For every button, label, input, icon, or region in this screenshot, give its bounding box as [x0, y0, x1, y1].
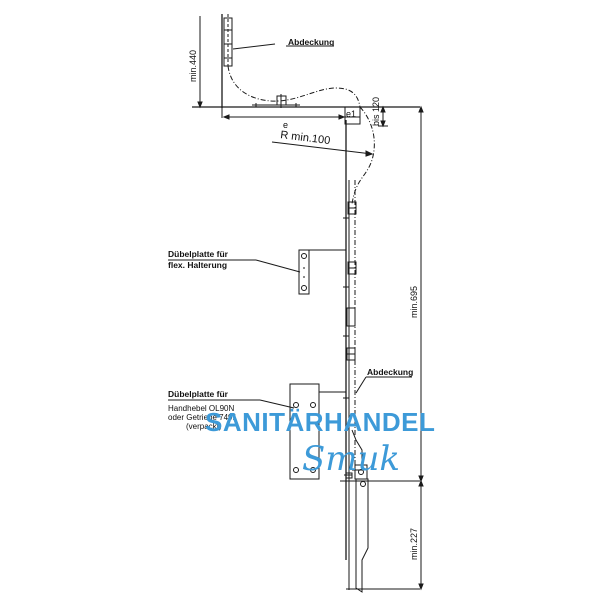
dimension-bis-120 — [378, 105, 388, 128]
dim-e1: e1 — [346, 109, 356, 119]
top-wall-profile — [221, 14, 233, 108]
label-plate-flex-1: Dübelplatte für — [168, 249, 229, 259]
dim-min-227: min.227 — [409, 528, 419, 560]
plate-handle-mount — [289, 383, 346, 480]
watermark-line2: Smuk — [302, 439, 400, 479]
label-plate-flex-2: flex. Halterung — [168, 260, 227, 270]
lower-lever — [344, 429, 369, 593]
label-plate-handle-2: Handhebel OL90N — [168, 404, 234, 413]
dimension-min-695 — [418, 105, 424, 483]
base-bracket — [252, 94, 300, 108]
watermark-line1: SANITÄRHANDEL — [205, 407, 435, 437]
dim-radius: R min.100 — [280, 129, 331, 147]
dimension-min-227 — [418, 479, 424, 591]
dim-min-695: min.695 — [409, 286, 419, 318]
dim-min-440: min.440 — [188, 50, 198, 82]
dim-e: e — [283, 120, 288, 130]
label-plate-handle-1: Dübelplatte für — [168, 389, 229, 399]
dimension-min-440 — [197, 16, 203, 109]
flex-bend-curve-top — [227, 65, 361, 108]
e1-box — [344, 106, 361, 125]
radius-leader — [271, 141, 373, 155]
rod-fittings — [343, 201, 357, 399]
dim-bis-120: bis 120 — [371, 97, 381, 126]
label-cover-top: Abdeckung — [288, 37, 334, 47]
label-cover-bottom: Abdeckung — [367, 367, 413, 377]
dimension-e — [222, 114, 360, 120]
flex-bend-curve-right — [351, 106, 375, 205]
leader-cover-bottom — [355, 376, 367, 394]
plate-flex-mount — [298, 249, 346, 295]
leader-cover-top — [232, 43, 276, 50]
label-plate-handle-3: oder Getriebe 7491 — [168, 413, 237, 422]
label-plate-handle-4: (verpackt) — [186, 422, 222, 431]
